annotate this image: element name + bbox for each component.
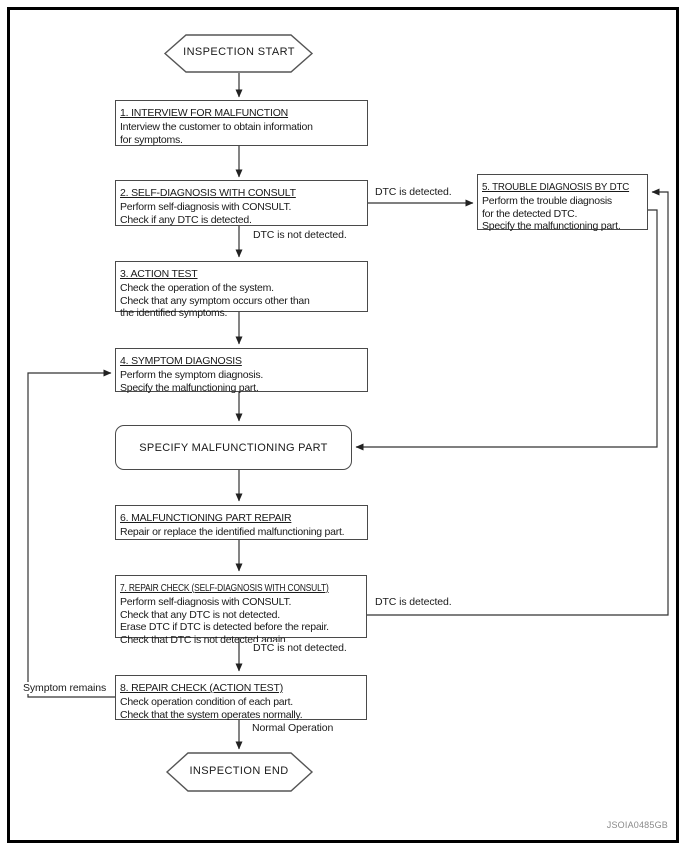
end-terminal: INSPECTION END: [189, 765, 289, 777]
step-2-line-1: Perform self-diagnosis with CONSULT.: [120, 201, 292, 213]
step-7-box: 7. REPAIR CHECK (SELF-DIAGNOSIS WITH CON…: [115, 575, 367, 646]
step-1-title: 1. INTERVIEW FOR MALFUNCTION: [120, 107, 289, 119]
step-8-line-2: Check that the system operates normally.: [120, 708, 303, 721]
step-7-line-1: Perform self-diagnosis with CONSULT.: [120, 596, 292, 608]
step-1-box: 1. INTERVIEW FOR MALFUNCTION Interview t…: [115, 100, 368, 146]
step-5-line-2: for the detected DTC.: [482, 207, 578, 220]
end-terminal-shape: [165, 752, 314, 792]
step-2-box: 2. SELF-DIAGNOSIS WITH CONSULT Perform s…: [115, 180, 368, 226]
step-5-line-3: Specify the malfunctioning part.: [482, 220, 621, 232]
step-3-line-2: Check that any symptom occurs other than: [120, 294, 310, 307]
step-5-box: 5. TROUBLE DIAGNOSIS BY DTC Perform the …: [477, 174, 648, 232]
step-4-line-1: Perform the symptom diagnosis.: [120, 369, 264, 381]
step-2-title: 2. SELF-DIAGNOSIS WITH CONSULT: [120, 187, 296, 199]
edge-label-dtc-detected-top: DTC is detected.: [374, 186, 453, 198]
start-terminal: INSPECTION START: [183, 46, 295, 58]
step-7-line-3: Erase DTC if DTC is detected before the …: [120, 621, 329, 633]
step-7-line-2: Check that any DTC is not detected.: [120, 608, 280, 621]
specify-malfunctioning-part-box: SPECIFY MALFUNCTIONING PART: [115, 425, 352, 470]
edge-label-normal-operation: Normal Operation: [251, 722, 335, 734]
step-1-line-2: for symptoms.: [120, 133, 183, 146]
edge-step7-to-step5: [367, 188, 669, 616]
edge-label-dtc-detected-bottom: DTC is detected.: [374, 596, 453, 608]
step-6-box: 6. MALFUNCTIONING PART REPAIR Repair or …: [115, 505, 368, 540]
step-5-title: 5. TROUBLE DIAGNOSIS BY DTC: [482, 181, 630, 193]
step-5-line-1: Perform the trouble diagnosis: [482, 195, 612, 207]
step-3-box: 3. ACTION TEST Check the operation of th…: [115, 261, 368, 319]
step-3-line-3: the identified symptoms.: [120, 307, 228, 319]
step-4-box: 4. SYMPTOM DIAGNOSIS Perform the symptom…: [115, 348, 368, 394]
step-6-line-1: Repair or replace the identified malfunc…: [120, 526, 345, 538]
step-8-title: 8. REPAIR CHECK (ACTION TEST): [120, 682, 283, 694]
figure-code: JSOIA0485GB: [606, 820, 668, 830]
edge-label-symptom-remains: Symptom remains: [22, 682, 108, 694]
edge-step5-to-specify: [355, 209, 658, 451]
edge-label-dtc-not-detected-bottom: DTC is not detected.: [252, 642, 348, 654]
step-6-title: 6. MALFUNCTIONING PART REPAIR: [120, 512, 292, 524]
specify-malfunctioning-part-label: SPECIFY MALFUNCTIONING PART: [139, 441, 328, 454]
start-terminal-shape: [163, 34, 314, 73]
step-8-line-1: Check operation condition of each part.: [120, 696, 293, 708]
step-4-title: 4. SYMPTOM DIAGNOSIS: [120, 355, 242, 367]
step-7-line-4: Check that DTC is not detected again.: [120, 633, 289, 646]
step-3-title: 3. ACTION TEST: [120, 268, 198, 280]
step-7-title: 7. REPAIR CHECK (SELF-DIAGNOSIS WITH CON…: [120, 582, 329, 594]
step-3-line-1: Check the operation of the system.: [120, 282, 274, 294]
step-2-line-2: Check if any DTC is detected.: [120, 213, 252, 226]
step-1-line-1: Interview the customer to obtain informa…: [120, 121, 313, 133]
edge-step8-to-step4: [27, 369, 115, 698]
step-8-box: 8. REPAIR CHECK (ACTION TEST) Check oper…: [115, 675, 367, 721]
edge-label-dtc-not-detected-top: DTC is not detected.: [252, 229, 348, 241]
step-4-line-2: Specify the malfunctioning part.: [120, 381, 259, 394]
